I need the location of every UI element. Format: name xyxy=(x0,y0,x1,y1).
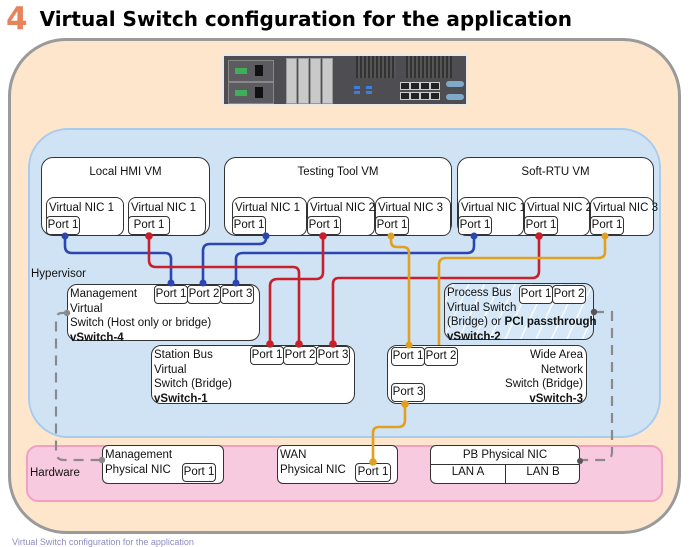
nic-label: Virtual NIC 1 xyxy=(235,202,300,214)
virtual-nic[interactable]: Virtual NIC 1 Port 1 xyxy=(46,197,124,236)
power-supply-icon xyxy=(228,60,274,82)
vm-port[interactable]: Port 1 xyxy=(375,216,409,235)
vm-title: Soft-RTU VM xyxy=(521,166,590,178)
vm-port[interactable]: Port 1 xyxy=(46,216,80,235)
nic-label: Physical NIC xyxy=(280,463,346,476)
switch-port[interactable]: Port 1 xyxy=(154,285,188,304)
switch-label: Switch (Host only or bridge) xyxy=(70,317,212,329)
nic-label: Virtual NIC 1 xyxy=(461,202,526,214)
vm-port[interactable]: Port 1 xyxy=(128,216,170,235)
title-text: Virtual Switch configuration for the app… xyxy=(39,7,572,31)
industrial-pc-server-icon xyxy=(222,54,468,106)
switch-port[interactable]: Port 1 xyxy=(250,346,284,365)
vm-soft-rtu[interactable]: Soft-RTU VM Virtual NIC 1 Port 1 Virtual… xyxy=(457,157,658,236)
hypervisor-label: Hypervisor xyxy=(31,268,86,280)
figure-caption: Virtual Switch configuration for the app… xyxy=(12,537,194,547)
switch-port[interactable]: Port 1 xyxy=(391,347,425,366)
switch-id: vSwitch-3 xyxy=(529,392,583,405)
switch-label: Switch (Bridge) xyxy=(154,378,232,390)
vm-local-hmi[interactable]: Local HMI VM Virtual NIC 1 Port 1 Virtua… xyxy=(41,157,210,236)
switch-port[interactable]: Port 1 xyxy=(519,285,553,304)
switch-port[interactable]: Port 2 xyxy=(424,347,458,366)
nic-label: PB Physical NIC xyxy=(462,449,548,461)
nic-label: Management xyxy=(105,449,173,461)
virtual-nic[interactable]: Virtual NIC 1 Port 1 xyxy=(128,197,206,236)
nic-label: Virtual NIC 2 xyxy=(527,202,592,214)
wan-physical-nic[interactable]: WAN Physical NIC Port 1 xyxy=(277,445,398,484)
lan-b-port[interactable]: LAN B xyxy=(526,466,560,478)
switch-label: Virtual xyxy=(70,302,103,315)
switch-port[interactable]: Port 3 xyxy=(391,383,425,402)
vm-port[interactable]: Port 1 xyxy=(524,216,558,235)
pb-physical-nic[interactable]: PB Physical NIC LAN A LAN B xyxy=(430,445,580,484)
virtual-nic[interactable]: Virtual NIC 1 Port 1 xyxy=(458,197,526,236)
nic-label: Virtual NIC 1 xyxy=(49,202,114,214)
switch-port[interactable]: Port 3 xyxy=(220,285,254,304)
switch-port[interactable]: Port 3 xyxy=(316,346,350,365)
switch-label: Management xyxy=(70,288,138,300)
nic-label: Virtual NIC 2 xyxy=(310,202,375,214)
switch-id: vSwitch-1 xyxy=(154,392,208,405)
nic-label: Physical NIC xyxy=(105,463,171,476)
virtual-nic[interactable]: Virtual NIC 2 Port 1 xyxy=(307,197,375,236)
virtual-nic[interactable]: Virtual NIC 2 Port 1 xyxy=(524,197,592,236)
lan-a-port[interactable]: LAN A xyxy=(451,466,485,478)
switch-mode: PCI passthrough xyxy=(504,316,597,328)
vswitch-4-management[interactable]: Management Virtual Switch (Host only or … xyxy=(67,284,260,344)
nic-label: Virtual NIC 3 xyxy=(593,202,658,214)
section-number: 4 xyxy=(6,0,28,37)
switch-id: vSwitch-2 xyxy=(447,330,501,343)
switch-port[interactable]: Port 2 xyxy=(552,285,586,304)
vswitch-2-process-bus[interactable]: Process Bus Virtual Switch (Bridge) or P… xyxy=(444,283,597,343)
switch-label: (Bridge) or xyxy=(447,316,505,328)
physical-port[interactable]: Port 1 xyxy=(182,463,216,482)
switch-label: Virtual xyxy=(154,363,187,376)
switch-label: Wide Area xyxy=(529,349,583,361)
vm-port[interactable]: Port 1 xyxy=(590,216,624,235)
hardware-label: Hardware xyxy=(30,467,80,479)
vm-port[interactable]: Port 1 xyxy=(232,216,266,235)
vswitch-3-wan[interactable]: Wide Area Network Switch (Bridge) vSwitc… xyxy=(387,345,587,405)
virtual-nic[interactable]: Virtual NIC 3 Port 1 xyxy=(590,197,658,236)
vswitch-1-station-bus[interactable]: Station Bus Virtual Switch (Bridge) vSwi… xyxy=(151,345,355,405)
vm-title: Testing Tool VM xyxy=(297,166,379,178)
nic-label: Virtual NIC 1 xyxy=(131,202,196,214)
switch-label: Station Bus xyxy=(154,349,213,361)
vm-testing-tool[interactable]: Testing Tool VM Virtual NIC 1 Port 1 Vir… xyxy=(224,157,452,236)
vm-title: Local HMI VM xyxy=(89,166,162,178)
page-title: 4 Virtual Switch configuration for the a… xyxy=(6,2,572,36)
management-physical-nic[interactable]: Management Physical NIC Port 1 xyxy=(102,445,224,484)
nic-label: Virtual NIC 3 xyxy=(378,202,443,214)
switch-port[interactable]: Port 2 xyxy=(187,285,221,304)
virtual-nic[interactable]: Virtual NIC 3 Port 1 xyxy=(375,197,451,236)
switch-label: Network xyxy=(540,363,583,376)
vm-port[interactable]: Port 1 xyxy=(307,216,341,235)
switch-port[interactable]: Port 2 xyxy=(283,346,317,365)
switch-label: Switch (Bridge) xyxy=(505,378,583,390)
switch-id: vSwitch-4 xyxy=(70,331,124,344)
vm-port[interactable]: Port 1 xyxy=(458,216,492,235)
nic-label: WAN xyxy=(280,449,307,461)
power-supply-icon xyxy=(228,82,274,104)
virtual-nic[interactable]: Virtual NIC 1 Port 1 xyxy=(232,197,307,236)
physical-port[interactable]: Port 1 xyxy=(355,463,391,482)
